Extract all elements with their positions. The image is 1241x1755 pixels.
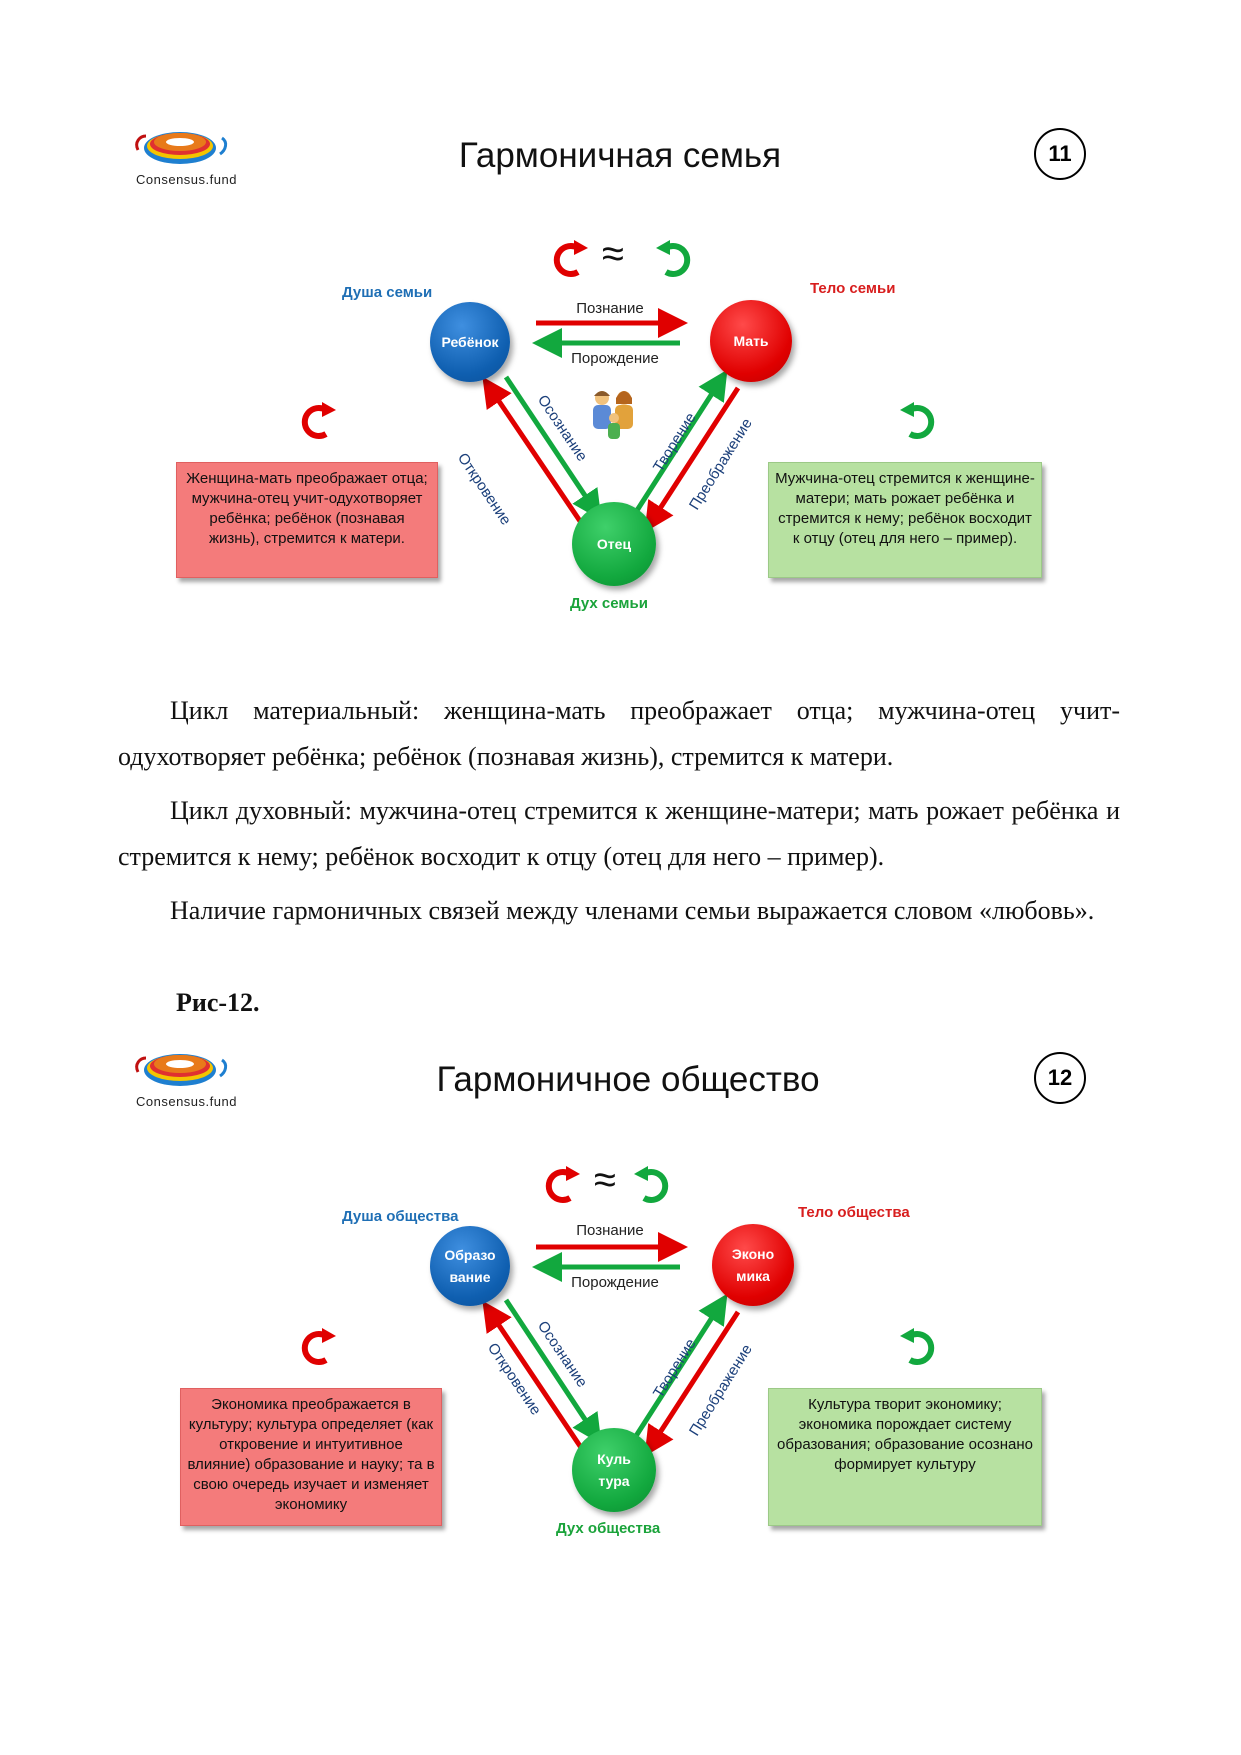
role-spirit: Дух общества (556, 1520, 661, 1537)
role-spirit: Дух семьи (570, 595, 648, 612)
arrow-label-top: Познание (576, 1222, 644, 1239)
node-culture: Куль тура (572, 1428, 656, 1512)
logo-text: Consensus.fund (136, 1094, 237, 1109)
arrow-label-top: Познание (576, 300, 644, 317)
approx-symbol: ≈ (602, 232, 624, 276)
cycle-red-icon (548, 238, 592, 287)
paragraph-spiritual-cycle: Цикл духовный: мужчина-отец стремится к … (118, 796, 1120, 871)
node-education: Образо вание (430, 1226, 510, 1306)
logo-text: Consensus.fund (136, 172, 237, 187)
description-box-left: Женщина-мать преображает отца; мужчина-о… (176, 462, 438, 578)
paragraph-love: Наличие гармоничных связей между членами… (170, 896, 1095, 925)
approx-symbol: ≈ (594, 1158, 616, 1202)
cycle-red-icon (296, 1326, 340, 1375)
page-number-badge: 12 (1034, 1052, 1086, 1104)
cycle-red-icon (296, 400, 340, 449)
paragraph-material-cycle: Цикл материальный: женщина-мать преображ… (118, 696, 1120, 771)
description-box-right: Мужчина-отец стремится к женщине-матери;… (768, 462, 1042, 578)
role-soul: Душа общества (342, 1208, 459, 1225)
cycle-green-icon (896, 400, 940, 449)
node-father: Отец (572, 502, 656, 586)
slide-title: Гармоничное общество (436, 1060, 820, 1099)
description-box-left: Экономика преображается в культуру; куль… (180, 1388, 442, 1526)
logo-icon (132, 128, 232, 183)
logo-icon (132, 1050, 232, 1105)
cycle-red-icon (540, 1164, 584, 1213)
triangle-arrows (482, 308, 741, 533)
arrow-label-bottom: Порождение (571, 1274, 659, 1291)
figure-caption: Рис-12. (176, 988, 260, 1017)
cycle-green-icon (652, 238, 696, 287)
description-box-right: Культура творит экономику; экономика пор… (768, 1388, 1042, 1526)
family-icon (588, 386, 640, 447)
slide-title: Гармоничная семья (458, 136, 782, 175)
arrow-label-bottom: Порождение (571, 350, 659, 367)
cycle-green-icon (630, 1164, 674, 1213)
role-body: Тело общества (798, 1204, 910, 1221)
page-number-badge: 11 (1034, 128, 1086, 180)
node-child: Ребёнок (430, 302, 510, 382)
cycle-green-icon (896, 1326, 940, 1375)
role-body: Тело семьи (810, 280, 896, 297)
node-economy: Эконо мика (712, 1224, 794, 1306)
node-mother: Мать (710, 300, 792, 382)
triangle-arrows (482, 1232, 741, 1457)
role-soul: Душа семьи (342, 284, 433, 301)
